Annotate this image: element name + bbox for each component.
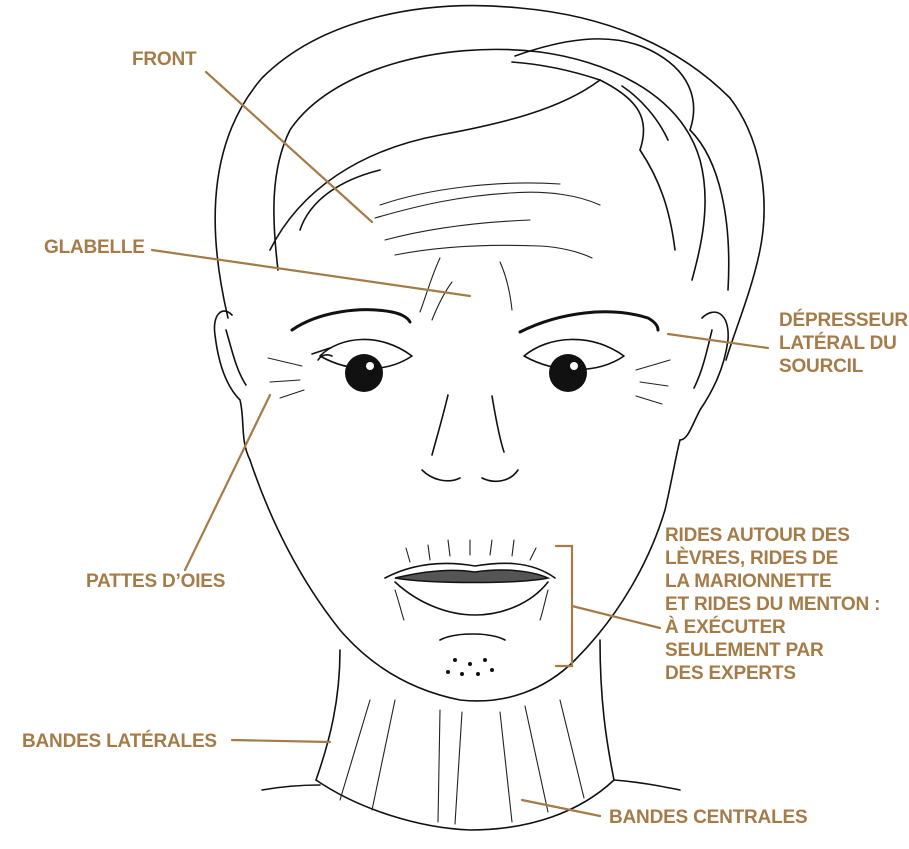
label-depresseur-line: LATÉRAL DU [779, 332, 908, 355]
mouth [385, 540, 555, 620]
label-rides-line: RIDES AUTOUR DES [665, 524, 880, 547]
leader-bandes-laterales [232, 740, 330, 742]
label-rides-line: À EXÉCUTER [665, 616, 880, 639]
eyebrows [292, 258, 658, 332]
crows-feet [268, 358, 670, 404]
label-depresseur-line: DÉPRESSEUR [779, 309, 908, 332]
label-rides-line: DES EXPERTS [665, 662, 880, 685]
label-rides-line: LÈVRES, RIDES DE [665, 547, 880, 570]
eyes [312, 339, 624, 392]
label-front: FRONT [132, 48, 196, 71]
label-bandes-centrales: BANDES CENTRALES [609, 806, 807, 829]
nose [422, 395, 518, 481]
face-sides [214, 311, 728, 701]
label-glabelle: GLABELLE [44, 236, 145, 259]
label-rides-line: LA MARIONNETTE [665, 570, 880, 593]
chin [440, 634, 505, 676]
label-rides: RIDES AUTOUR DES LÈVRES, RIDES DE LA MAR… [665, 524, 880, 685]
label-depresseur-line: SOURCIL [779, 355, 908, 378]
label-rides-line: ET RIDES DU MENTON : [665, 593, 880, 616]
leader-depresseur [668, 334, 768, 348]
forehead-wrinkles [375, 183, 600, 258]
neck [262, 640, 680, 830]
leader-glabelle [152, 250, 470, 296]
label-depresseur: DÉPRESSEUR LATÉRAL DU SOURCIL [779, 309, 908, 378]
head-outline [215, 6, 764, 360]
label-rides-line: SEULEMENT PAR [665, 639, 880, 662]
label-pattes: PATTES D’OIES [86, 570, 225, 593]
label-bandes-laterales: BANDES LATÉRALES [22, 730, 217, 753]
leader-front [206, 72, 372, 222]
